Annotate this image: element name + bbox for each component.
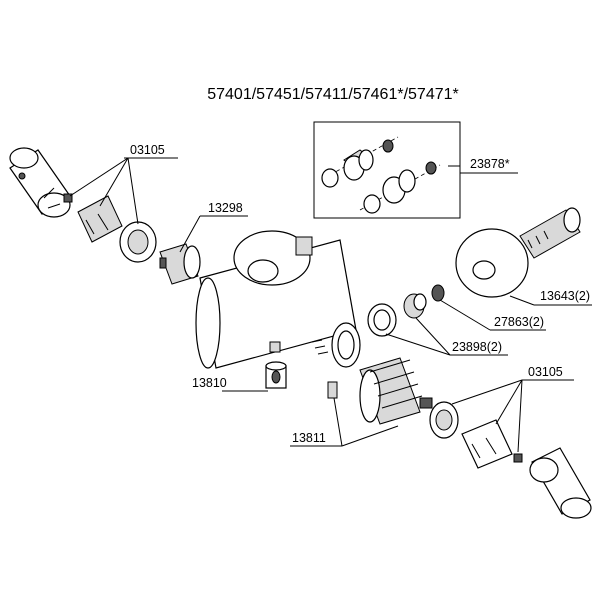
left-adapter <box>77 195 123 243</box>
eccentric-13643 <box>519 207 581 259</box>
left-screw <box>63 193 73 203</box>
leader-lines <box>69 157 592 453</box>
kit-23878-inset <box>313 121 461 219</box>
nut-23898 <box>367 303 397 337</box>
label-13298: 13298 <box>208 201 243 215</box>
washer-27863 <box>431 284 445 302</box>
connector-23898 <box>403 293 427 319</box>
cartridge-13811 <box>359 357 433 425</box>
right-screw <box>513 453 523 463</box>
right-adapter <box>461 419 513 469</box>
label-23898: 23898(2) <box>452 340 502 354</box>
small-valve-13811 <box>327 381 338 399</box>
label-03105-top: 03105 <box>130 143 165 157</box>
label-13811: 13811 <box>292 431 326 445</box>
model-numbers-title: 57401/57451/57411/57461*/57471* <box>207 86 459 103</box>
label-23878: 23878* <box>470 157 510 171</box>
rosette-13643 <box>455 228 529 298</box>
label-13643: 13643(2) <box>540 289 590 303</box>
label-03105-bottom: 03105 <box>528 365 563 379</box>
label-27863: 27863(2) <box>494 315 544 329</box>
right-handle <box>529 447 592 519</box>
filter-13810 <box>265 361 287 389</box>
cartridge-13298 <box>159 243 201 285</box>
label-13810: 13810 <box>192 376 227 390</box>
left-handle <box>9 147 71 218</box>
mixer-body <box>195 230 361 369</box>
left-ring <box>119 221 157 263</box>
right-ring <box>429 401 459 439</box>
